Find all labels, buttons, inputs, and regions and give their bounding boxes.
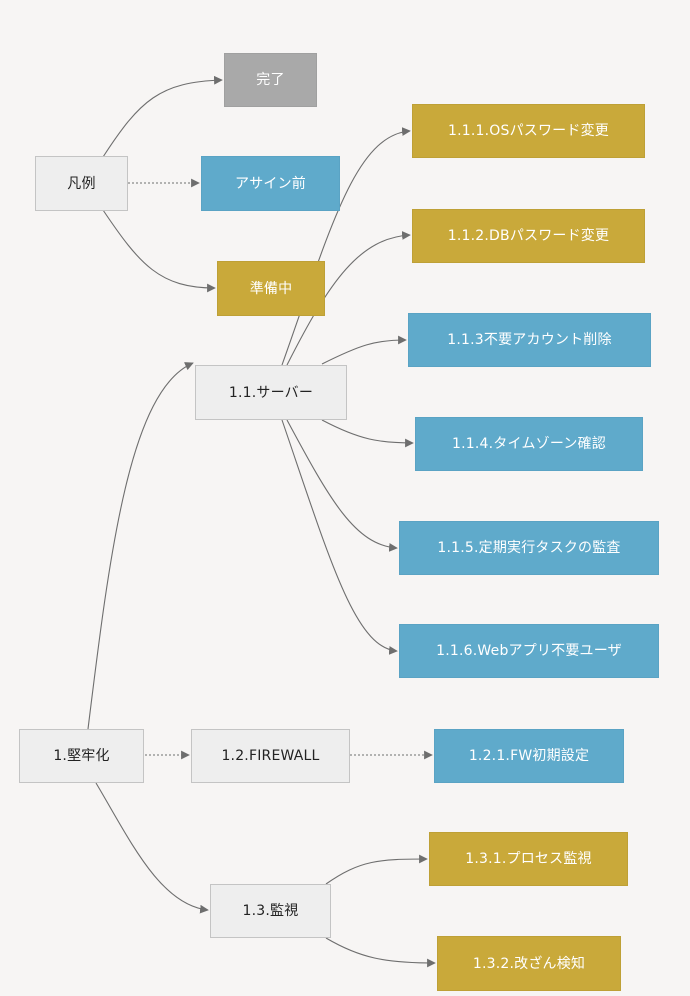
legend-done-node: 完了 — [224, 53, 317, 107]
edge-root-server — [87, 362, 194, 730]
server-child-node: 1.1.4.タイムゾーン確認 — [415, 417, 643, 471]
legend-in-progress-node: 準備中 — [217, 261, 325, 316]
monitoring-child-node: 1.3.2.改ざん検知 — [437, 936, 621, 991]
edge-legend-done — [102, 75, 223, 158]
monitoring-node: 1.3.監視 — [210, 884, 331, 938]
edge-server-c6 — [281, 419, 398, 655]
edge-legend-in-progress — [102, 209, 216, 293]
edge-server-c2 — [286, 231, 411, 366]
edge-root-monitoring — [95, 782, 209, 914]
legend-root-node: 凡例 — [35, 156, 128, 211]
server-child-node: 1.1.3不要アカウント削除 — [408, 313, 651, 367]
edge-server-c3 — [321, 335, 407, 365]
root-node: 1.堅牢化 — [19, 729, 144, 783]
server-child-node: 1.1.2.DBパスワード変更 — [412, 209, 645, 263]
firewall-node: 1.2.FIREWALL — [191, 729, 350, 783]
edge-monitoring-c2 — [325, 937, 436, 968]
server-child-node: 1.1.1.OSパスワード変更 — [412, 104, 645, 158]
legend-unassigned-node: アサイン前 — [201, 156, 340, 211]
server-child-node: 1.1.5.定期実行タスクの監査 — [399, 521, 659, 575]
edge-monitoring-c1 — [325, 854, 428, 885]
edge-server-c5 — [286, 419, 398, 552]
monitoring-child-node: 1.3.1.プロセス監視 — [429, 832, 628, 886]
server-child-node: 1.1.6.Webアプリ不要ユーザ — [399, 624, 659, 678]
edge-server-c4 — [321, 419, 414, 448]
firewall-child-node: 1.2.1.FW初期設定 — [434, 729, 624, 783]
server-node: 1.1.サーバー — [195, 365, 347, 420]
